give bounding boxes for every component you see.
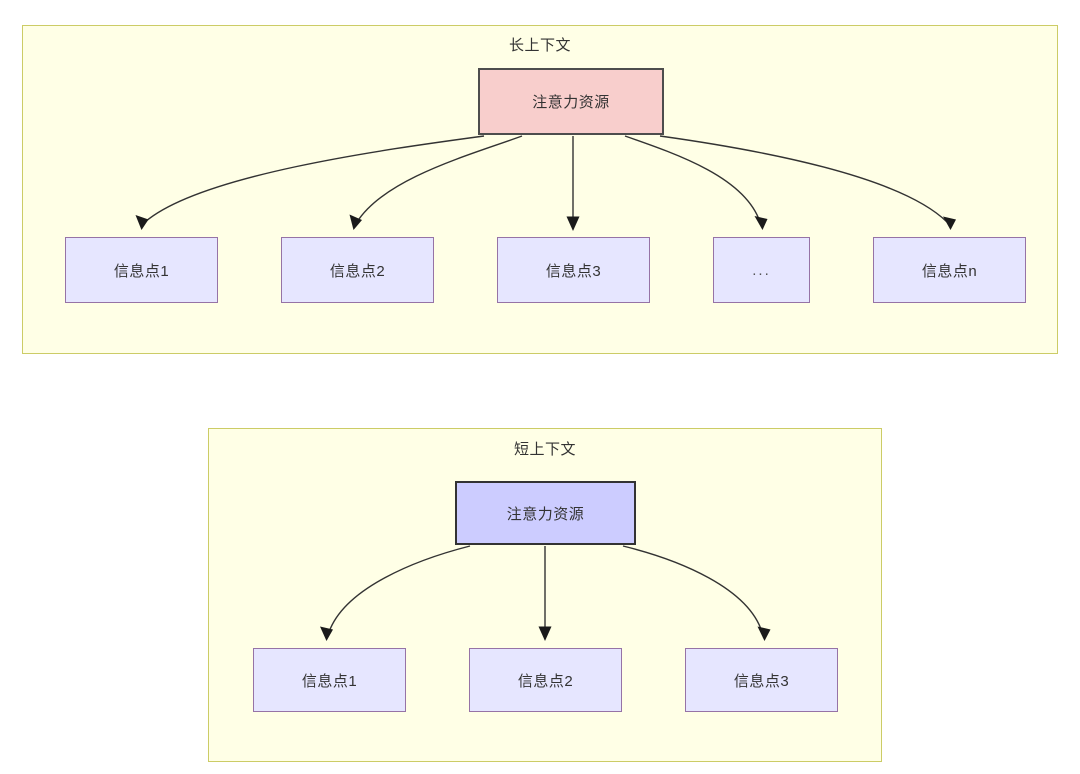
node-info-point-2-short[interactable]: 信息点2: [469, 648, 622, 712]
node-info-point-1-short[interactable]: 信息点1: [253, 648, 406, 712]
node-info-point-3-short[interactable]: 信息点3: [685, 648, 838, 712]
group-title-long-context: 长上下文: [508, 37, 571, 54]
node-attention-resource-short[interactable]: 注意力资源: [455, 481, 636, 545]
node-info-point-1-long[interactable]: 信息点1: [65, 237, 218, 303]
group-title-short-context: 短上下文: [513, 441, 576, 458]
node-info-point-3-long[interactable]: 信息点3: [497, 237, 650, 303]
node-info-point-n-long[interactable]: 信息点n: [873, 237, 1026, 303]
node-info-point-2-long[interactable]: 信息点2: [281, 237, 434, 303]
node-attention-resource-long[interactable]: 注意力资源: [478, 68, 664, 135]
node-info-point-ellipsis-long[interactable]: ...: [713, 237, 810, 303]
